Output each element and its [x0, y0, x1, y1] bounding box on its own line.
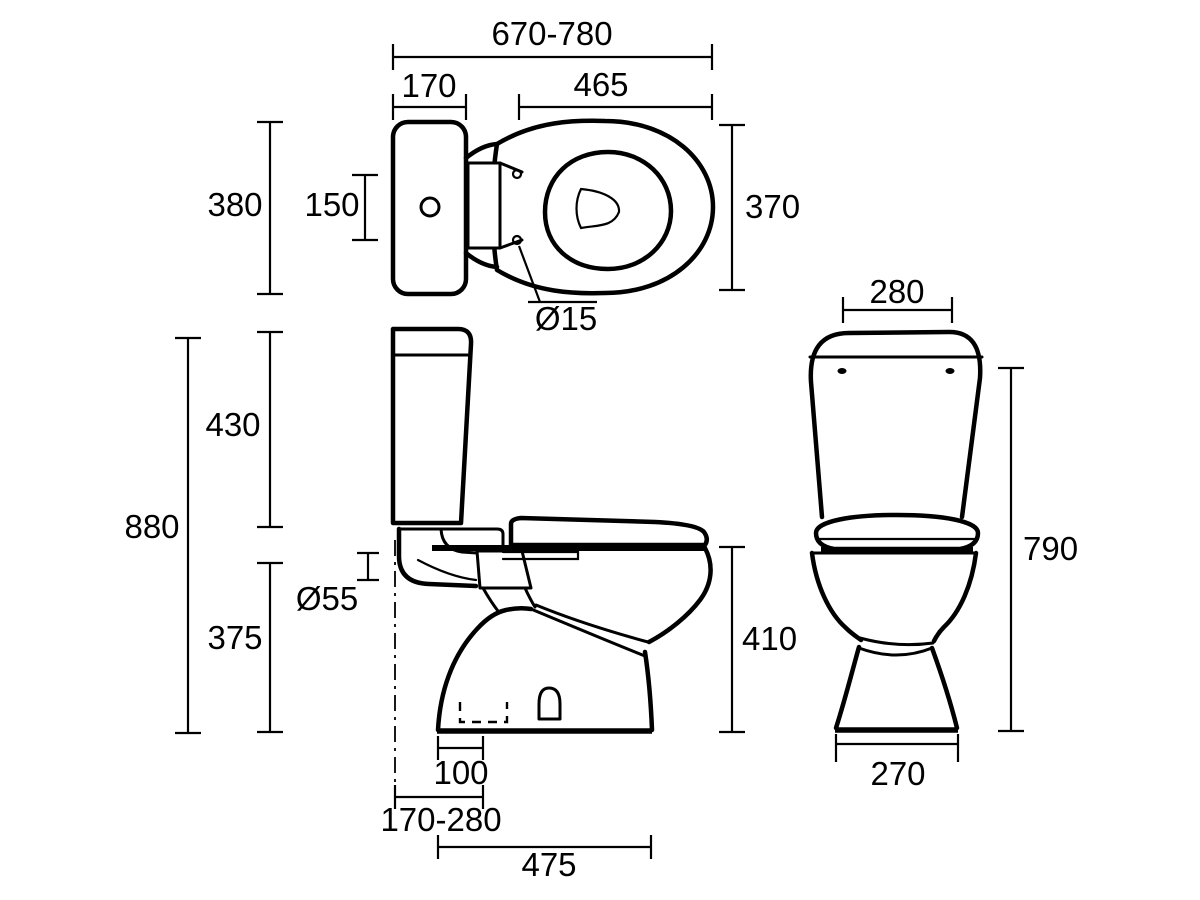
side-cistern [390, 326, 474, 526]
dim-label-overall-depth: 475 [521, 846, 576, 883]
dim-cistern-height: 790 [998, 366, 1078, 733]
dim-button-span: 150 [304, 173, 378, 242]
dim-seat-length: 465 [517, 66, 714, 120]
side-seat-plate [501, 550, 580, 561]
dim-outlet-offset: 100 [433, 736, 489, 791]
side-cover-ledge [397, 527, 505, 550]
front-waist-lower [857, 646, 934, 657]
side-pedestal-left [435, 605, 534, 733]
plan-hinge-plate [466, 161, 502, 250]
dim-cistern-width: 380 [207, 120, 283, 296]
side-outlet-cutout-dashed [458, 702, 509, 724]
front-seat [813, 512, 981, 552]
top-view: Ø15 670-780 170 465 380 150 370 [207, 15, 800, 337]
dim-base-width: 270 [834, 734, 960, 792]
front-bowl-left [809, 550, 864, 643]
front-bowl-right [931, 550, 979, 644]
dim-label-cistern-lid-width: 280 [869, 273, 924, 310]
dim-cistern-section-height: 430 [205, 330, 283, 529]
dim-label-pan-section-height: 375 [207, 619, 262, 656]
dim-cistern-depth: 170 [391, 67, 468, 120]
front-view: 280 790 270 [808, 273, 1078, 792]
plan-seat-opening [542, 149, 674, 272]
dim-setout-range: 170-280 [380, 785, 502, 838]
front-pedestal-right [929, 645, 960, 731]
dim-pan-section-height: 375 [207, 561, 283, 734]
dim-label-overall-height: 880 [124, 508, 179, 545]
dim-bowl-width: 370 [719, 123, 800, 292]
side-bowl-underside-upper [534, 603, 650, 644]
dim-label-bowl-width: 370 [745, 188, 800, 225]
dim-label-cistern-height: 790 [1023, 530, 1078, 567]
dim-label-flush-pipe-diameter: Ø55 [296, 580, 358, 617]
dim-label-seat-height: 410 [742, 620, 797, 657]
front-pedestal-left [833, 644, 862, 731]
side-flush-pipe-mid [416, 558, 478, 582]
plan-water-surface [575, 187, 621, 230]
dim-cistern-lid-width: 280 [841, 273, 954, 323]
dim-overall-depth: 475 [436, 835, 653, 883]
plan-hinge-hole-top [511, 168, 523, 180]
plan-cistern [390, 119, 469, 297]
dim-label-hinge-hole-diameter: Ø15 [535, 300, 597, 337]
front-screw-left [837, 368, 847, 374]
hinge-hole-leader-line [517, 245, 597, 304]
plan-flush-button [419, 196, 441, 218]
front-cistern [808, 329, 983, 520]
side-inlet-spigot [481, 586, 537, 613]
side-bowl-underside-lower [529, 607, 647, 658]
flush-pipe-dia-marker [357, 551, 379, 582]
side-inlet-block [475, 549, 533, 590]
front-screw-right [945, 368, 955, 374]
plan-bowl-outline [490, 118, 716, 296]
dim-label-button-span: 150 [304, 186, 359, 223]
dim-label-cistern-width: 380 [207, 186, 262, 223]
side-seat-lid [508, 515, 709, 548]
plan-connector-top-arc [463, 141, 500, 161]
plan-connector-bottom-arc [463, 250, 500, 270]
side-siphon-access-hole [537, 686, 562, 721]
dim-label-outlet-offset: 100 [433, 754, 488, 791]
dim-label-cistern-depth: 170 [401, 67, 456, 104]
dim-label-cistern-section-height: 430 [205, 406, 260, 443]
side-bowl-front [646, 545, 713, 645]
dim-label-overall-width: 670-780 [491, 15, 612, 52]
side-pedestal-right [642, 649, 655, 733]
dim-overall-width: 670-780 [391, 15, 714, 70]
dim-label-seat-length: 465 [573, 66, 628, 103]
dim-label-base-width: 270 [870, 755, 925, 792]
front-waist-upper [858, 636, 935, 647]
dim-label-setout-range: 170-280 [380, 801, 501, 838]
side-view: Ø55 880 430 375 410 100 170-280 475 [124, 326, 797, 883]
side-flush-pipe-outer [396, 526, 479, 589]
plan-hinge-hole-bottom [511, 234, 523, 246]
dim-seat-height: 410 [719, 545, 797, 734]
dim-overall-height: 880 [124, 336, 201, 735]
